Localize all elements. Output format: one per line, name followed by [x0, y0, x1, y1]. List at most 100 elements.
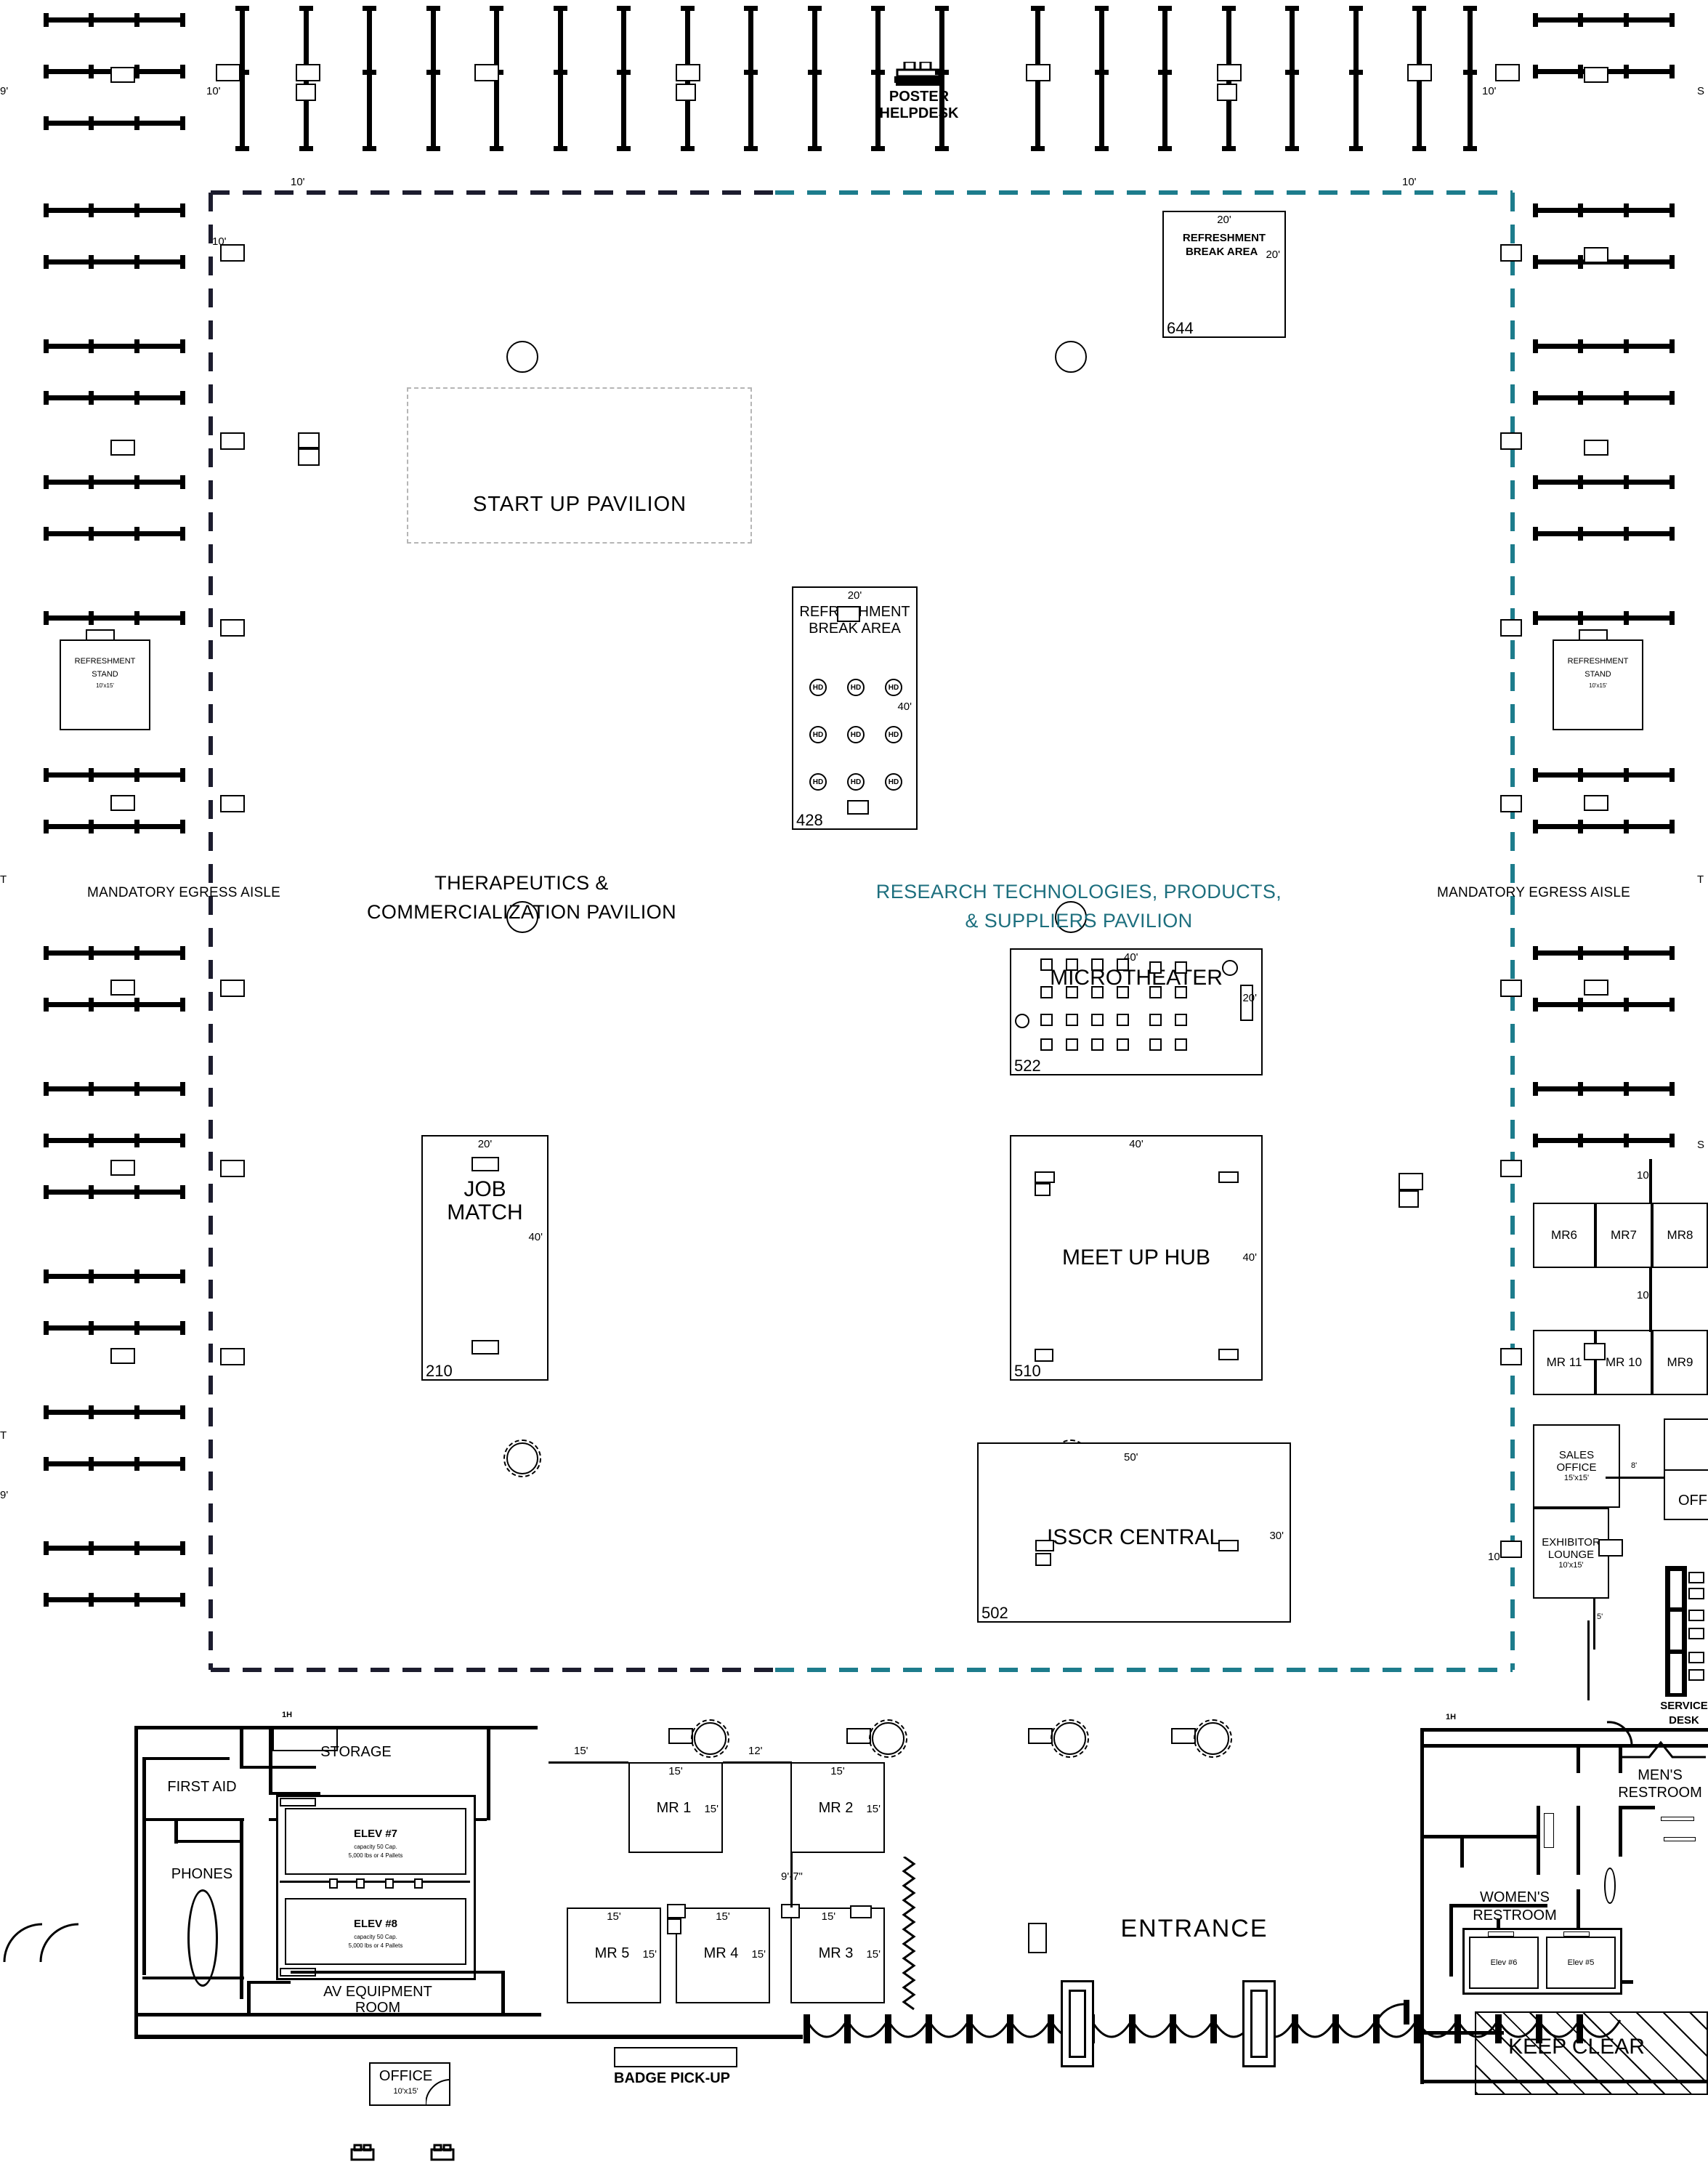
poster-kiosk: [1495, 64, 1520, 81]
round-table: HD: [809, 679, 827, 696]
booth-counter: [471, 1340, 499, 1355]
poster-rail: [1533, 391, 1675, 405]
meeting-room-mr4[interactable]: 15' MR 4 15': [676, 1908, 770, 2003]
booth-428[interactable]: 20' REFRESHMENT BREAK AREA 40' 428 HD HD…: [792, 586, 918, 830]
poster-kiosk: [1584, 247, 1608, 263]
elevator-7-car[interactable]: ELEV #7 capacity 50 Cap. 5,000 lbs or 4 …: [285, 1808, 466, 1875]
poster-rail: [44, 203, 185, 217]
booth-510-label: MEET UP HUB: [1062, 1246, 1210, 1269]
mr1-dim-top: 15': [668, 1765, 683, 1777]
furniture-icon: [430, 2144, 455, 2161]
poster-rail: [1533, 946, 1675, 960]
booth-counter: [847, 800, 869, 815]
column-marker: [506, 901, 538, 933]
dim-label-T: T: [0, 873, 7, 886]
poster-rail-v: [617, 6, 631, 151]
elevator-8-car[interactable]: ELEV #8 capacity 50 Cap. 5,000 lbs or 4 …: [285, 1898, 466, 1965]
meeting-room-mr10[interactable]: MR 10: [1595, 1330, 1652, 1395]
meeting-room-door: [1584, 1343, 1606, 1360]
dim-12ft: 12': [748, 1745, 763, 1757]
dim-label-right-s: S: [1697, 85, 1705, 97]
meeting-room-mr3[interactable]: 15' MR 3 15': [790, 1908, 885, 2003]
sales-office-line2: OFFICE: [1556, 1461, 1597, 1474]
booth-kiosk: [1500, 1541, 1522, 1558]
sales-office[interactable]: SALES OFFICE 15'x15': [1533, 1424, 1620, 1508]
refreshment-stand-left-line1: REFRESHMENT: [74, 657, 136, 666]
poster-rail-v: [1349, 6, 1363, 151]
elevator-6-car[interactable]: Elev #6: [1469, 1937, 1539, 1989]
office-bottom[interactable]: OFFICE 10'x15': [369, 2062, 450, 2106]
entrance-gate[interactable]: [1061, 1980, 1094, 2067]
poster-rail: [44, 13, 185, 27]
badge-pickup-counter[interactable]: [614, 2047, 737, 2067]
meeting-room-mr7[interactable]: MR7: [1595, 1203, 1652, 1268]
dim-mr-10a: 10': [1637, 1169, 1651, 1182]
poster-rail-v: [808, 6, 822, 151]
booth-502-dim-top: 50': [1124, 1451, 1138, 1464]
meeting-room-mr11[interactable]: MR 11: [1533, 1330, 1595, 1395]
meeting-room-mr9[interactable]: MR9: [1652, 1330, 1708, 1395]
meeting-room-mr2[interactable]: 15' MR 2 15': [790, 1762, 885, 1853]
booth-510[interactable]: 40' MEET UP HUB 40' 510: [1010, 1135, 1263, 1381]
poster-rail: [44, 527, 185, 541]
booth-510-dim-top: 40': [1129, 1138, 1144, 1150]
booth-kiosk: [1500, 244, 1522, 262]
poster-rail: [44, 391, 185, 405]
booth-kiosk: [1500, 795, 1522, 812]
round-table: HD: [885, 726, 902, 743]
round-table: HD: [847, 679, 865, 696]
meeting-room-mr1[interactable]: 15' MR 1 15': [628, 1762, 723, 1853]
poster-kiosk: [110, 980, 135, 996]
service-desk-label-1: SERVICE: [1660, 1700, 1708, 1712]
entrance-gate[interactable]: [1242, 1980, 1276, 2067]
wall-seg: [1606, 1477, 1665, 1479]
mr5-dim-right: 15': [642, 1948, 657, 1961]
mr4-label: MR 4: [703, 1945, 739, 1961]
door-swing-icon: [1606, 1721, 1633, 1745]
meeting-room-mr5[interactable]: 15' MR 5 15': [567, 1908, 661, 2003]
poster-rail: [44, 116, 185, 130]
dim-8ft: 8': [1631, 1461, 1638, 1470]
refreshment-stand-right[interactable]: REFRESHMENT STAND 10'x15': [1553, 639, 1643, 730]
round-table: HD: [847, 726, 865, 743]
booth-644-dim-right: 20': [1266, 249, 1280, 261]
elevator-7-note2: 5,000 lbs or 4 Pallets: [348, 1852, 403, 1859]
poster-kiosk: [676, 84, 696, 101]
poster-kiosk: [110, 440, 135, 456]
poster-kiosk: [1026, 64, 1051, 81]
meeting-room-mr9-label: MR9: [1667, 1355, 1693, 1370]
elevator-5-car[interactable]: Elev #5: [1546, 1937, 1616, 1989]
poster-rail: [1533, 475, 1675, 489]
poster-helpdesk[interactable]: POSTER HELPDESK: [875, 62, 963, 121]
booth-522[interactable]: 40' MICROTHEATER 522 20': [1010, 948, 1263, 1075]
booth-kiosk: [220, 244, 245, 262]
start-up-pavilion-label: START UP PAVILION: [472, 493, 687, 516]
exhibitor-lounge-line1: EXHIBITOR: [1542, 1535, 1600, 1549]
elevator-shaft-block: [276, 1795, 476, 1980]
service-desk[interactable]: [1665, 1566, 1708, 1697]
booth-210[interactable]: 20' JOB MATCH 40' 210: [421, 1135, 549, 1381]
refreshment-stand-left-line2: STAND: [92, 670, 118, 679]
poster-rail: [44, 1321, 185, 1335]
entrance-kiosk: [1028, 1923, 1047, 1953]
booth-kiosk: [220, 1348, 245, 1365]
poster-kiosk: [216, 64, 240, 81]
meeting-room-mr8[interactable]: MR8: [1652, 1203, 1708, 1268]
booth-502[interactable]: 50' ISSCR CENTRAL 30' 502: [977, 1442, 1291, 1623]
column-marker: [1055, 901, 1087, 933]
refreshment-stand-left[interactable]: REFRESHMENT STAND 10'x15': [60, 639, 150, 730]
booth-644[interactable]: 20' REFRESHMENT BREAK AREA 20' 644: [1162, 211, 1286, 338]
door-swing-icon: [1373, 2000, 1409, 2038]
meeting-room-mr6[interactable]: MR6: [1533, 1203, 1595, 1268]
poster-rail: [1533, 1134, 1675, 1147]
meeting-room-mr10-label: MR 10: [1605, 1355, 1643, 1370]
start-up-pavilion[interactable]: [407, 387, 752, 544]
wall-connector: [1620, 1740, 1706, 1759]
poster-rail: [44, 611, 185, 625]
poster-rail-v: [1095, 6, 1109, 151]
mr1-dim-right: 15': [704, 1803, 719, 1815]
booth-kiosk: [1399, 1173, 1423, 1190]
poster-kiosk: [1584, 67, 1608, 83]
booth-kiosk: [220, 1160, 245, 1177]
exhibitor-lounge[interactable]: EXHIBITOR LOUNGE 10'x15': [1533, 1508, 1609, 1599]
